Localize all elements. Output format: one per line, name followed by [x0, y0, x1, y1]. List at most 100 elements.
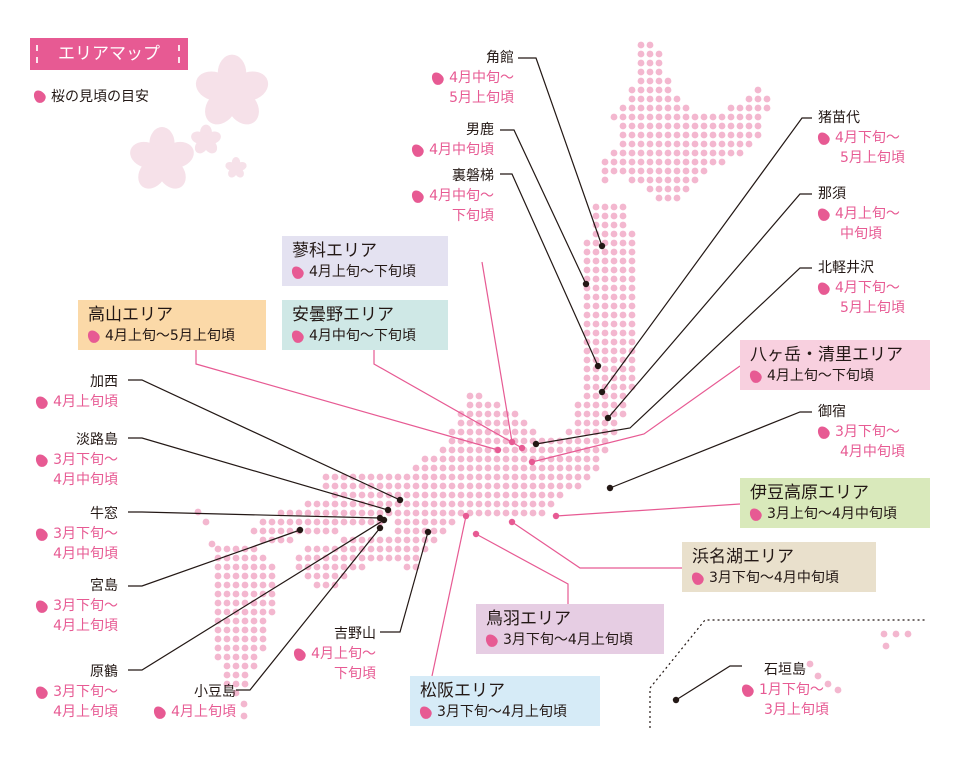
area-name: 蓼科エリア	[292, 241, 377, 261]
map-dots	[194, 41, 912, 720]
sakura-petal-icon	[151, 703, 168, 721]
sakura-petal-icon	[33, 597, 50, 615]
sakura-petal-icon	[429, 69, 446, 87]
point-period: 3月下旬〜	[53, 526, 118, 542]
area-name: 安曇野エリア	[292, 305, 394, 325]
point-period: 4月中旬頃	[53, 546, 118, 562]
sakura-petal-icon	[33, 683, 50, 701]
area-name: 八ヶ岳・清里エリア	[750, 345, 903, 365]
point-period: 5月上旬頃	[840, 300, 905, 316]
sakura-petal-icon	[689, 569, 706, 587]
area-period: 3月下旬〜4月上旬頃	[503, 632, 633, 648]
sakura-petal-icon	[483, 631, 500, 649]
point-label-urabandai: 裏磐梯 4月中旬〜下旬頃	[409, 166, 494, 226]
point-name: 那須	[818, 186, 846, 202]
sakura-petal-icon	[409, 187, 426, 205]
point-name: 石垣島	[764, 662, 806, 678]
point-label-ushimado: 牛窓 3月下旬〜 4月中旬頃	[33, 504, 118, 564]
point-name: 小豆島	[194, 684, 236, 700]
point-label-miyajima: 宮島 3月下旬〜4月上旬頃	[33, 576, 118, 636]
area-name: 伊豆高原エリア	[750, 483, 869, 503]
area-box-takayama: 高山エリア 4月上旬〜5月上旬頃	[78, 300, 266, 350]
point-label-shodoshima: 小豆島 4月上旬頃	[151, 682, 236, 722]
point-label-kakunodate: 角館 4月中旬〜 5月上旬頃	[429, 48, 514, 108]
point-period: 4月上旬頃	[171, 704, 236, 720]
point-period: 4月中旬〜	[429, 188, 494, 204]
location-markers	[296, 242, 680, 704]
point-period: 下旬頃	[334, 666, 376, 682]
point-name: 裏磐梯	[452, 168, 494, 184]
sakura-petal-icon	[747, 367, 764, 385]
point-label-kitakaruizawa: 北軽井沢 4月下旬〜5月上旬頃	[815, 258, 905, 318]
point-label-yoshinoyama: 吉野山 4月上旬〜下旬頃	[291, 624, 376, 684]
point-name: 北軽井沢	[818, 260, 874, 276]
sakura-petal-icon	[289, 327, 306, 345]
sakura-petal-icon	[33, 393, 50, 411]
area-box-azumino: 安曇野エリア 4月中旬〜下旬頃	[282, 300, 448, 350]
point-period: 1月下旬〜	[759, 682, 824, 698]
area-period: 4月上旬〜下旬頃	[309, 264, 416, 280]
point-label-awajishima: 淡路島 3月下旬〜4月中旬頃	[33, 430, 118, 490]
point-period: 4月上旬〜	[835, 206, 900, 222]
sakura-petal-icon	[417, 703, 434, 721]
point-period: 4月中旬〜	[449, 70, 514, 86]
point-period: 4月下旬〜	[835, 130, 900, 146]
point-name: 原鶴	[90, 664, 118, 680]
point-period: 3月下旬〜	[53, 452, 118, 468]
point-period: 4月中旬頃	[53, 472, 118, 488]
sakura-petal-icon	[815, 205, 832, 223]
point-period: 4月上旬頃	[53, 704, 118, 720]
point-label-nasu: 那須 4月上旬〜中旬頃	[815, 184, 900, 244]
sakura-petal-icon	[85, 327, 102, 345]
point-period: 5月上旬頃	[840, 150, 905, 166]
sakura-petal-icon	[739, 681, 756, 699]
sakura-petal-icon	[289, 263, 306, 281]
point-name: 吉野山	[334, 626, 376, 642]
area-period: 4月中旬〜下旬頃	[309, 328, 416, 344]
sakura-petal-icon	[815, 129, 832, 147]
sakura-decoration	[130, 54, 269, 189]
sakura-petal-icon	[409, 141, 426, 159]
point-period: 中旬頃	[840, 226, 882, 242]
point-period: 3月下旬〜	[53, 684, 118, 700]
point-period: 4月中旬頃	[840, 444, 905, 460]
point-label-oga: 男鹿 4月中旬頃	[409, 120, 494, 160]
sakura-petal-icon	[33, 451, 50, 469]
point-period: 5月上旬頃	[449, 90, 514, 106]
point-period: 下旬頃	[452, 208, 494, 224]
area-period: 4月上旬〜下旬頃	[767, 368, 874, 384]
point-label-onjuku: 御宿 3月下旬〜 4月中旬頃	[815, 402, 905, 462]
area-name: 松阪エリア	[420, 681, 505, 701]
area-period: 4月上旬〜5月上旬頃	[105, 328, 235, 344]
sakura-petal-icon	[33, 525, 50, 543]
point-name: 御宿	[818, 404, 846, 420]
area-box-matsusaka: 松阪エリア 3月下旬〜4月上旬頃	[410, 676, 600, 726]
sakura-petal-icon	[815, 279, 832, 297]
map-title: エリアマップ	[58, 44, 160, 64]
point-name: 角館	[486, 50, 514, 66]
point-label-kasai: 加西 4月上旬頃	[33, 372, 118, 412]
area-box-tateshina: 蓼科エリア 4月上旬〜下旬頃	[282, 236, 448, 286]
area-box-toba: 鳥羽エリア 3月下旬〜4月上旬頃	[476, 604, 664, 654]
map-title-badge: エリアマップ	[30, 38, 188, 70]
area-box-hamanako: 浜名湖エリア 3月下旬〜4月中旬頃	[682, 542, 876, 592]
point-name: 加西	[90, 374, 118, 390]
sakura-petal-icon	[815, 423, 832, 441]
leader-lines	[128, 57, 812, 701]
area-box-yatsugatake-kiyosato: 八ヶ岳・清里エリア 4月上旬〜下旬頃	[740, 340, 930, 390]
area-name: 高山エリア	[88, 305, 173, 325]
legend-label: 桜の見頃の目安	[51, 89, 149, 105]
area-period: 3月下旬〜4月中旬頃	[709, 570, 839, 586]
sakura-petal-icon	[747, 505, 764, 523]
point-period: 4月上旬頃	[53, 618, 118, 634]
point-name: 牛窓	[90, 506, 118, 522]
area-box-izukogen: 伊豆高原エリア 3月上旬〜4月中旬頃	[740, 478, 930, 528]
point-name: 猪苗代	[818, 110, 860, 126]
point-period: 4月上旬頃	[53, 394, 118, 410]
point-label-haratsuru: 原鶴 3月下旬〜 4月上旬頃	[33, 662, 118, 722]
point-period: 3月下旬〜	[835, 424, 900, 440]
area-period: 3月上旬〜4月中旬頃	[767, 506, 897, 522]
point-period: 3月上旬頃	[764, 702, 829, 718]
sakura-petal-icon	[31, 87, 48, 105]
